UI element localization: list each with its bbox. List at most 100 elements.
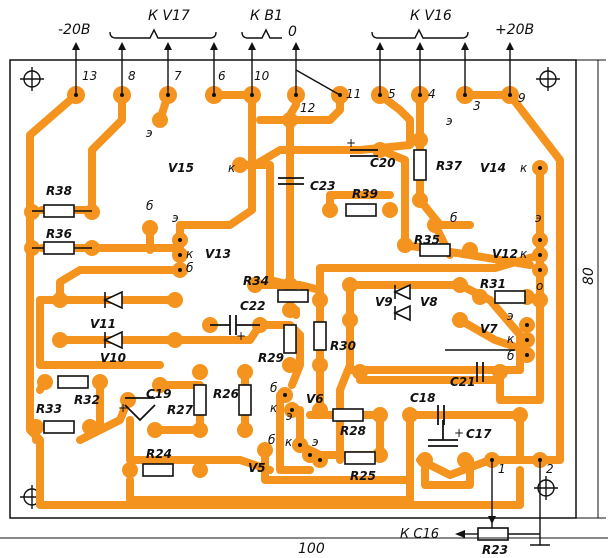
resistor-r28-icon (332, 408, 364, 422)
label-v13: V13 (205, 247, 231, 261)
pcb-label: б (507, 349, 515, 363)
pin-2: 2 (546, 462, 554, 476)
label-c21: C21 (450, 375, 476, 389)
pcb-label: б (450, 211, 458, 225)
mounting-hole-icon (534, 476, 558, 500)
pcb-label: э (535, 211, 542, 225)
diode-v11-icon (103, 290, 123, 310)
pcb-label: э (312, 435, 319, 449)
pcb-label: б (186, 261, 194, 275)
label-v5: V5 (248, 461, 266, 475)
label-r31: R31 (480, 277, 506, 291)
capacitor-c17-icon (428, 420, 458, 447)
label-k-b1: К В1 (250, 8, 283, 24)
resistor-r24-icon (142, 463, 174, 477)
components (32, 149, 526, 541)
label-r27: R27 (167, 403, 194, 417)
pcb-label: к (520, 161, 528, 175)
pcb-label: э (172, 211, 179, 225)
label-k-c16: К С16 (400, 527, 439, 542)
terminal-letters: э к б э к б э к б э к o э к б б к э б к … (118, 114, 543, 449)
pcb-label: к (507, 332, 515, 346)
pin-3: 3 (473, 99, 481, 113)
label-v14: V14 (480, 161, 506, 175)
label-r28: R28 (340, 424, 366, 438)
pcb-label: к (186, 247, 194, 261)
drill-holes (74, 93, 542, 462)
label-width-dim: 100 (298, 541, 325, 557)
pin-13: 13 (82, 69, 97, 83)
pin-6: 6 (218, 69, 226, 83)
pcb-label: э (507, 309, 514, 323)
pin-12: 12 (300, 101, 315, 115)
pin-1: 1 (498, 462, 506, 476)
pcb-label: + (346, 136, 356, 150)
label-r34: R34 (243, 274, 269, 288)
resistor-r33-icon (43, 420, 75, 434)
pcb-label: к (520, 247, 528, 261)
label-r36: R36 (46, 227, 72, 241)
resistor-r30-icon (313, 321, 327, 351)
pin-7: 7 (174, 69, 182, 83)
label-height-dim: 80 (581, 267, 597, 285)
diode-v9-icon (393, 283, 411, 301)
pcb-label: б (270, 381, 278, 395)
pcb-label: э (286, 409, 293, 423)
pin-4: 4 (428, 87, 436, 101)
label-c18: C18 (410, 391, 436, 405)
label-zero: 0 (288, 24, 297, 40)
resistor-r32-icon (57, 375, 89, 389)
capacitor-c23-icon (278, 177, 304, 185)
arrow-left-icon (455, 530, 465, 538)
label-v6: V6 (306, 392, 324, 406)
resistor-r38-icon (43, 204, 75, 218)
label-c23: C23 (310, 179, 336, 193)
pcb-label: + (454, 426, 464, 440)
resistor-r29-icon (283, 324, 297, 354)
label-c19: C19 (146, 387, 172, 401)
label-r30: R30 (330, 339, 356, 353)
label-v9: V9 (375, 295, 393, 309)
pin-8: 8 (128, 69, 136, 83)
pcb-label: б (268, 433, 276, 447)
label-r23: R23 (482, 543, 508, 557)
arrow-down-icon (488, 516, 496, 524)
label-r24: R24 (146, 447, 172, 461)
pcb-label: к (285, 435, 293, 449)
label-r35: R35 (414, 233, 440, 247)
label-k-v16: К V16 (410, 8, 452, 24)
label-r37: R37 (436, 159, 463, 173)
resistor-r27-icon (193, 384, 207, 416)
label-c22: C22 (240, 299, 266, 313)
label-v11: V11 (90, 317, 116, 331)
label-minus20: -20В (58, 22, 90, 38)
arrowheads (72, 42, 514, 50)
label-v7: V7 (480, 322, 498, 336)
label-v12: V12 (492, 247, 518, 261)
resistor-r25-icon (344, 451, 376, 465)
pads (24, 86, 548, 478)
label-k-v17: К V17 (148, 8, 190, 24)
pcb-label: + (236, 329, 246, 343)
label-r29: R29 (258, 351, 284, 365)
label-plus20: +20В (495, 22, 534, 38)
label-c17: C17 (466, 427, 492, 441)
pcb-label: к (270, 401, 278, 415)
label-r32: R32 (74, 393, 100, 407)
pcb-label: + (118, 401, 128, 415)
top-lead-lines (75, 28, 511, 96)
diode-v10-icon (103, 330, 123, 350)
capacitor-c20-icon (350, 149, 378, 157)
label-v8: V8 (420, 295, 438, 309)
resistor-r31-icon (494, 290, 526, 304)
label-r39: R39 (352, 187, 378, 201)
pin-11: 11 (346, 87, 361, 101)
capacitor-c18-icon (437, 405, 445, 425)
pcb-label: б (146, 199, 154, 213)
pcb-label: o (536, 279, 543, 293)
diode-v8-icon (393, 304, 411, 322)
label-v15: V15 (168, 161, 194, 175)
pin-10: 10 (254, 69, 270, 83)
capacitor-c21-icon (476, 362, 484, 382)
